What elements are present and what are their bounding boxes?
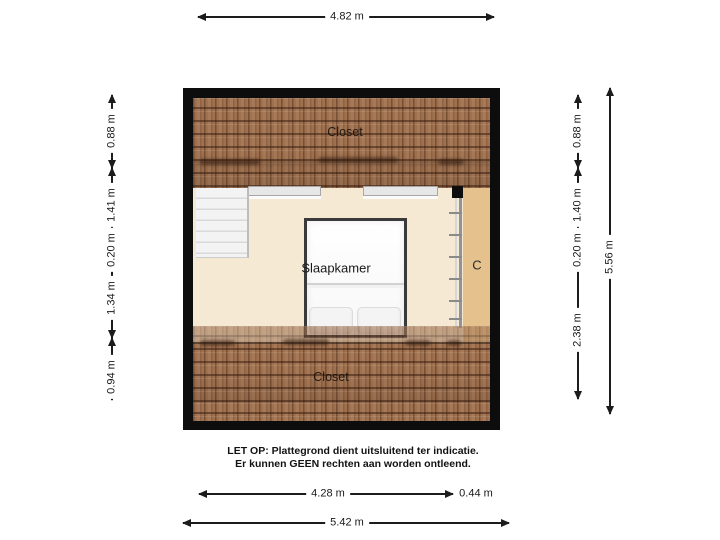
closet-door-top-left (248, 186, 321, 196)
dim-label-left-3: 0.20 m (104, 228, 120, 272)
dim-label-left-5: 0.94 m (104, 355, 120, 399)
dim-label-right-3: 0.20 m (570, 228, 586, 272)
closet-door-sill (248, 196, 321, 199)
dim-label-right-total: 5.56 m (602, 235, 618, 279)
dim-label-left-2: 1.41 m (104, 183, 120, 227)
roof-beam-shadow (438, 159, 464, 165)
roof-shadow (193, 161, 490, 165)
roof-band-top (193, 98, 490, 188)
railing-rail (459, 198, 462, 328)
roof-beam-shadow (283, 339, 329, 345)
disclaimer-line-1: LET OP: Plattegrond dient uitsluitend te… (227, 445, 479, 457)
wall-post (452, 186, 463, 198)
roof-band-bottom-faded (193, 326, 490, 344)
duvet-seam (307, 283, 404, 285)
roof-beam-shadow (318, 157, 398, 163)
railing-rung (449, 256, 462, 258)
dim-label-left-1: 0.88 m (104, 109, 120, 153)
c-area-floor (463, 188, 490, 342)
roof-beam-shadow (200, 340, 235, 346)
disclaimer-text: LET OP: Plattegrond dient uitsluitend te… (0, 445, 706, 471)
roof-beam-shadow (200, 159, 260, 165)
room-label-closet-bottom: Closet (313, 370, 349, 384)
disclaimer-line-2: Er kunnen GEEN rechten aan worden ontlee… (235, 458, 471, 470)
room-label-bedroom: Slaapkamer (301, 260, 371, 276)
railing-rung (449, 300, 462, 302)
staircase (196, 188, 249, 258)
dim-label-right-2: 1.40 m (570, 183, 586, 227)
dim-label-right-1: 0.88 m (570, 109, 586, 153)
dim-label-bottom-left: 4.28 m (306, 486, 350, 502)
roof-beam-shadow (447, 340, 461, 346)
room-label-closet-top: Closet (327, 125, 363, 139)
duvet-fold (307, 285, 404, 288)
closet-door-sill (363, 196, 438, 199)
railing-rung (449, 234, 462, 236)
railing-rail-light (455, 198, 457, 328)
closet-door-top-right (363, 186, 438, 196)
dim-label-right-4: 2.38 m (570, 308, 586, 352)
roof-band-bottom (193, 344, 490, 421)
dim-label-bottom-total: 5.42 m (325, 515, 369, 531)
dim-label-top: 4.82 m (325, 9, 369, 25)
railing-rung (449, 212, 462, 214)
roof-beam-shadow (405, 340, 431, 346)
dim-label-bottom-right: 0.44 m (454, 486, 498, 502)
room-label-c-area: C (472, 257, 482, 273)
dim-label-left-4: 1.34 m (104, 276, 120, 320)
railing-rung (449, 278, 462, 280)
railing-rung (449, 318, 462, 320)
